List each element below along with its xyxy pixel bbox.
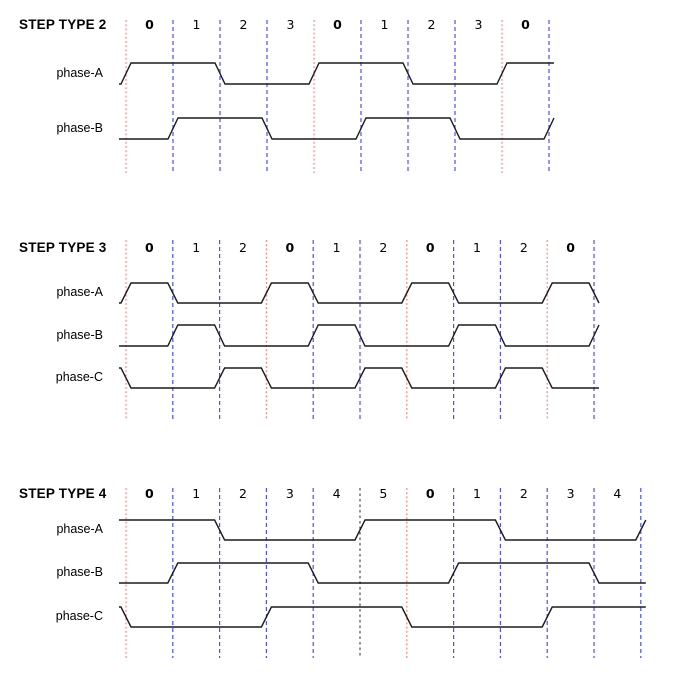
step-number: 0 <box>333 17 342 32</box>
step-number: 2 <box>239 17 248 32</box>
phase-C-waveform <box>119 606 646 628</box>
step-number: 3 <box>285 486 294 501</box>
step-number: 2 <box>427 17 436 32</box>
step-number: 1 <box>192 17 201 32</box>
phase-A-waveform <box>119 62 554 85</box>
phase-B-waveform <box>119 324 600 347</box>
step-number: 3 <box>286 17 295 32</box>
phase-B-waveform <box>119 117 555 140</box>
step-number: 1 <box>192 240 201 255</box>
phase-label-s1-a: phase-A <box>56 66 103 80</box>
step-number: 4 <box>613 486 622 501</box>
phase-A-waveform <box>119 519 647 541</box>
step-number: 0 <box>145 17 154 32</box>
step-number: 2 <box>519 240 528 255</box>
step-number: 1 <box>192 486 201 501</box>
step-number: 0 <box>285 240 295 255</box>
step-number: 3 <box>474 17 483 32</box>
phase-B-waveform <box>119 562 646 584</box>
phase-label-s3-a: phase-A <box>56 522 103 536</box>
section-title-step-type-2: STEP TYPE 2 <box>19 17 107 32</box>
phase-label-s2-c: phase-C <box>55 370 103 384</box>
step-number: 0 <box>566 240 575 255</box>
step-number: 0 <box>145 240 154 255</box>
phase-label-s3-c: phase-C <box>55 609 103 623</box>
phase-label-s1-b: phase-B <box>56 121 103 135</box>
step-number: 2 <box>239 486 247 501</box>
step-number: 1 <box>380 17 389 32</box>
step-number: 1 <box>473 486 481 501</box>
step-number: 1 <box>473 240 481 255</box>
section-title-step-type-4: STEP TYPE 4 <box>19 486 107 501</box>
step-number: 5 <box>379 486 388 501</box>
step-number: 2 <box>379 240 388 255</box>
phase-label-s2-a: phase-A <box>56 285 103 299</box>
step-number: 0 <box>145 486 154 501</box>
phase-label-s3-b: phase-B <box>56 565 103 579</box>
phase-A-waveform <box>119 282 600 304</box>
step-number: 2 <box>519 486 528 501</box>
phase-label-s2-b: phase-B <box>56 328 103 342</box>
step-number: 2 <box>239 240 247 255</box>
step-number: 0 <box>425 240 435 255</box>
section-title-step-type-3: STEP TYPE 3 <box>19 240 107 255</box>
step-number: 0 <box>425 486 435 501</box>
step-number: 0 <box>521 17 530 32</box>
step-number: 1 <box>332 240 341 255</box>
step-number: 4 <box>332 486 341 501</box>
phase-C-waveform <box>119 367 599 389</box>
step-number: 3 <box>566 486 575 501</box>
